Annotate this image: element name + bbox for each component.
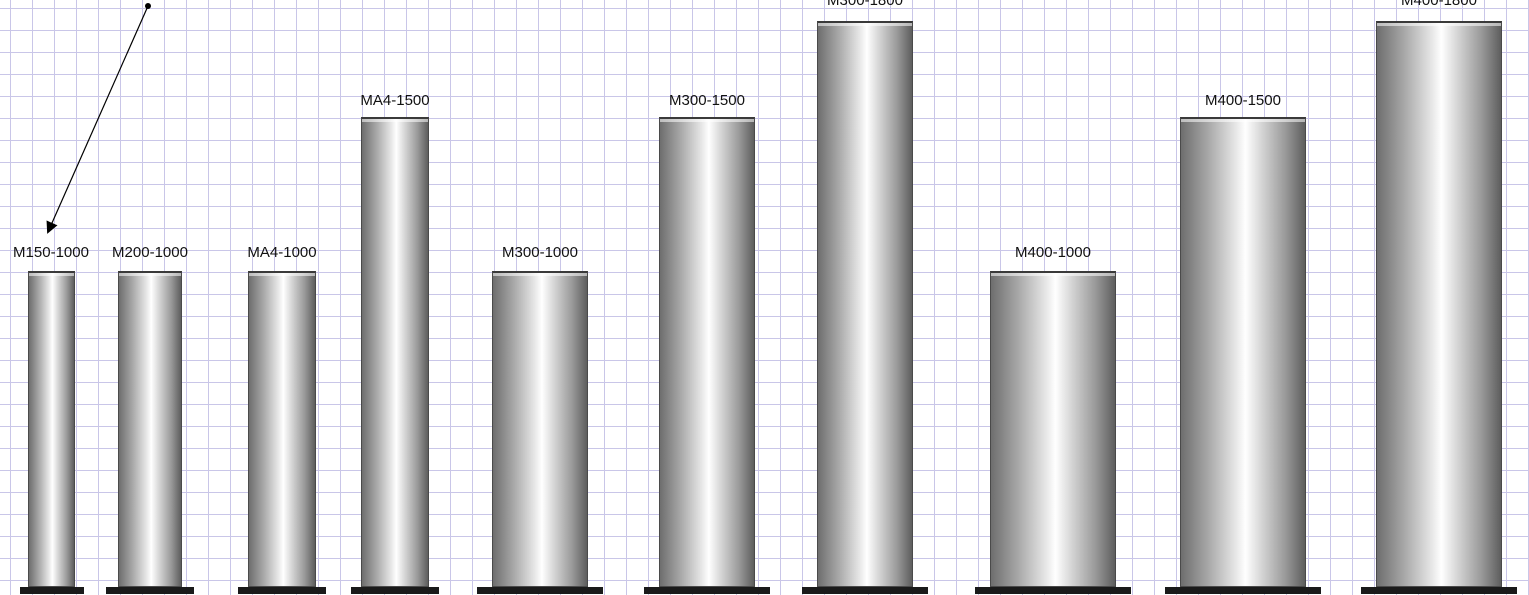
cylinder-base — [477, 587, 603, 594]
cylinder — [361, 117, 429, 587]
column-label: M400-1000 — [1015, 244, 1091, 261]
column-label: M300-1500 — [669, 92, 745, 109]
cylinder — [1376, 21, 1502, 587]
column-label: M400-1800 — [1401, 0, 1477, 9]
column-label: M300-1800 — [827, 0, 903, 9]
cylinder-base — [802, 587, 928, 594]
cylinder-base — [1361, 587, 1517, 594]
cylinder-base — [20, 587, 84, 594]
cylinder-base — [351, 587, 439, 594]
column-label: M200-1000 — [112, 244, 188, 261]
cylinder — [248, 271, 316, 587]
column-label: MA4-1500 — [360, 92, 430, 109]
column-label: M400-1500 — [1205, 92, 1281, 109]
cylinder-base — [106, 587, 194, 594]
column-label: MA4-1000 — [247, 244, 317, 261]
column-label: M300-1000 — [502, 244, 578, 261]
cylinder-base — [238, 587, 326, 594]
cylinder-base — [975, 587, 1131, 594]
cylinder-base — [1165, 587, 1321, 594]
cylinder — [659, 117, 755, 587]
cylinder-base — [644, 587, 770, 594]
cylinder — [817, 21, 913, 587]
column-label: M150-1000 — [13, 244, 89, 261]
cylinder — [990, 271, 1116, 587]
cylinder — [1180, 117, 1306, 587]
cylinder — [492, 271, 588, 587]
cylinder — [28, 271, 75, 587]
cylinder — [118, 271, 182, 587]
